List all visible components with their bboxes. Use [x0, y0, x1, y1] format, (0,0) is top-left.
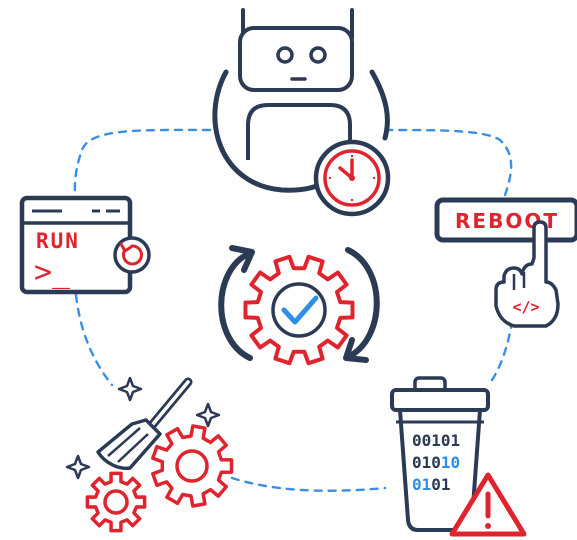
terminal-window-icon: RUN >_	[19, 195, 133, 295]
dashed-cycle-path	[73, 128, 517, 492]
pointing-hand-icon: </>	[494, 220, 560, 328]
reboot-button-icon: REBOOT	[434, 197, 577, 243]
code-tag: </>	[512, 298, 539, 316]
cycle-arrows-icon	[218, 245, 380, 363]
robot-icon	[212, 8, 390, 193]
trash-bin-icon: 00101 01010 0101	[390, 376, 490, 532]
clock-icon	[313, 139, 391, 217]
sparkle-icon	[65, 376, 221, 480]
binary-line-1: 00101	[412, 431, 460, 450]
gear-check-icon	[243, 254, 355, 366]
gears-icon	[85, 424, 234, 533]
binary-line-2: 01010	[412, 453, 460, 472]
binary-line-3: 0101	[412, 475, 451, 494]
terminal-prompt: >_	[34, 255, 71, 290]
run-label: RUN	[36, 229, 80, 253]
broom-icon	[96, 377, 193, 471]
warning-icon	[449, 472, 527, 537]
refresh-icon	[113, 236, 151, 274]
